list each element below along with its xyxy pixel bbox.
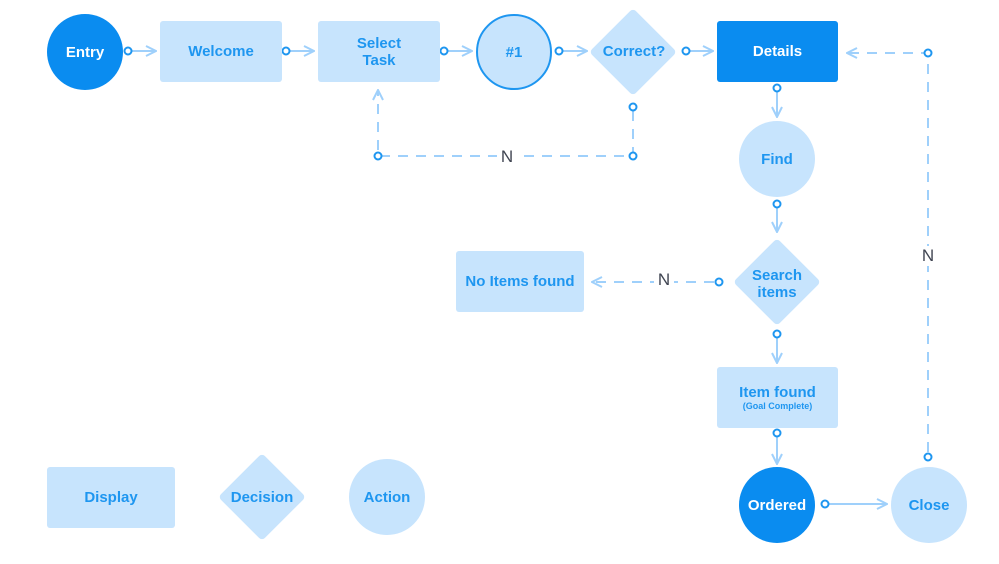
node-step1-label: #1	[505, 43, 523, 61]
node-search-items-line2: items	[757, 284, 797, 301]
node-select-task-line2: Task	[362, 51, 396, 69]
node-search-items-line1: Search	[751, 267, 803, 284]
connector-correct-no-loop	[378, 90, 634, 157]
node-correct: Correct?	[591, 36, 677, 66]
node-ordered: Ordered	[739, 467, 815, 543]
node-correct-label: Correct?	[602, 42, 666, 60]
node-item-found-sublabel: (Goal Complete)	[742, 400, 813, 411]
branch-label-close-no: N	[918, 246, 938, 266]
node-no-items-found: No Items found	[456, 251, 584, 312]
node-close: Close	[891, 467, 967, 543]
node-entry-label: Entry	[65, 43, 105, 61]
legend-action: Action	[349, 459, 425, 535]
branch-label-correct-no: N	[497, 147, 517, 167]
node-find-label: Find	[761, 150, 793, 168]
connector-close-no-loop	[847, 53, 929, 452]
node-welcome-label: Welcome	[188, 43, 254, 60]
node-search-items: Search items	[737, 266, 817, 302]
node-select-task: Select Task	[318, 21, 440, 82]
legend-display: Display	[47, 467, 175, 528]
node-select-task-line1: Select	[356, 34, 402, 52]
node-no-items-found-label: No Items found	[465, 273, 575, 290]
node-details-label: Details	[752, 43, 803, 60]
node-item-found: Item found (Goal Complete)	[717, 367, 838, 428]
node-find: Find	[739, 121, 815, 197]
branch-label-search-no: N	[654, 270, 674, 290]
node-item-found-label: Item found	[739, 383, 816, 401]
node-details: Details	[717, 21, 838, 82]
node-ordered-label: Ordered	[747, 496, 807, 514]
node-welcome: Welcome	[160, 21, 282, 82]
legend-decision-label: Decision	[230, 488, 294, 506]
node-entry: Entry	[47, 14, 123, 90]
node-step1: #1	[476, 14, 552, 90]
node-close-label: Close	[908, 496, 950, 514]
legend-action-label: Action	[363, 488, 411, 506]
legend-display-label: Display	[84, 489, 138, 506]
legend-decision: Decision	[219, 482, 305, 512]
